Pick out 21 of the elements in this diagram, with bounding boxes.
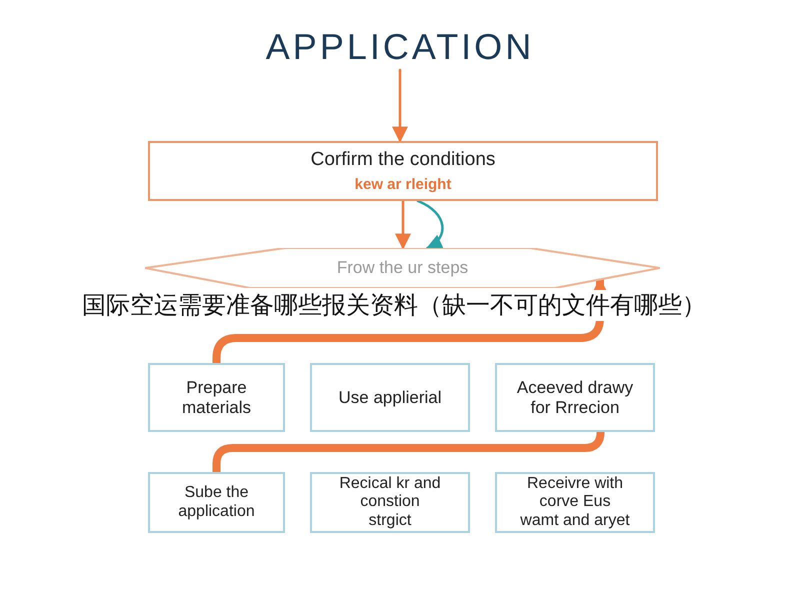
step-label: Aceeved drawy for Rrrecion <box>516 378 634 418</box>
curved-arrow <box>416 200 444 250</box>
title-heading: APPLICATION <box>266 29 534 65</box>
step-label: Use applierial <box>338 388 442 408</box>
box-heading: Corfirm the conditions <box>310 148 496 172</box>
step-label: Prepare materials <box>181 378 252 418</box>
arrow <box>392 68 408 143</box>
step-box <box>495 363 655 432</box>
arrow <box>395 200 411 250</box>
process-box <box>148 141 658 201</box>
hexagon-shape <box>145 248 660 288</box>
step-box <box>148 363 285 432</box>
step-box <box>148 472 285 533</box>
step-label: Recical kr and constion strgict <box>338 474 442 530</box>
hexagon-label: Frow the ur steps <box>336 257 468 279</box>
step-box <box>310 363 470 432</box>
step-label: Sube the application <box>177 484 256 521</box>
step-box <box>310 472 470 533</box>
step-label: Receivre with corve Eus wamt and aryet <box>520 474 630 530</box>
step-box <box>495 472 655 533</box>
box-subtitle: kew ar rleight <box>354 176 452 194</box>
